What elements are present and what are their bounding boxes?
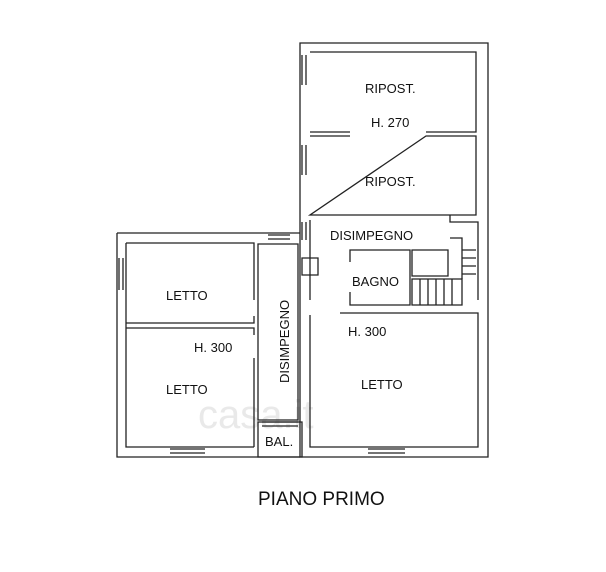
walls bbox=[116, 42, 489, 458]
height-label-top: H. 270 bbox=[371, 115, 409, 130]
room-label-letto-left-bottom: LETTO bbox=[166, 382, 208, 397]
height-label-left: H. 300 bbox=[194, 340, 232, 355]
room-label-disimpegno-left: DISIMPEGNO bbox=[277, 300, 292, 383]
watermark: casa.it bbox=[198, 393, 314, 437]
room-label-balcone: BAL. bbox=[265, 434, 293, 449]
height-label-right: H. 300 bbox=[348, 324, 386, 339]
room-label-ripost-bottom: RIPOST. bbox=[365, 174, 416, 189]
plan-title: PIANO PRIMO bbox=[258, 489, 385, 510]
room-label-bagno: BAGNO bbox=[352, 274, 399, 289]
room-label-ripost-top: RIPOST. bbox=[365, 81, 416, 96]
room-label-disimpegno-top: DISIMPEGNO bbox=[330, 228, 413, 243]
room-label-letto-left-top: LETTO bbox=[166, 288, 208, 303]
room-label-letto-right: LETTO bbox=[361, 377, 403, 392]
